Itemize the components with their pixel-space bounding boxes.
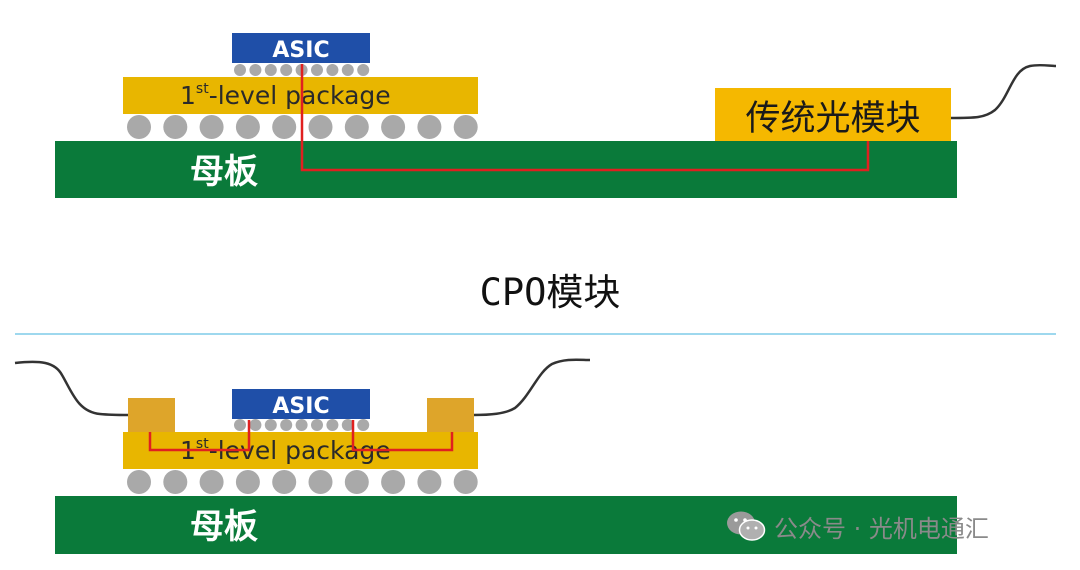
cpo-right-optical-engine [427, 398, 474, 432]
top-asic-label: ASIC [272, 38, 329, 63]
micro-bump [264, 64, 277, 76]
cpo-motherboard [55, 496, 957, 554]
solder-ball [417, 470, 442, 494]
solder-ball [417, 115, 442, 139]
cpo-package-solder-balls [127, 470, 478, 494]
micro-bump [341, 64, 354, 76]
solder-ball [235, 115, 260, 139]
solder-ball [453, 470, 478, 494]
watermark: 公众号 · 光机电通汇 [726, 506, 989, 546]
micro-bump [357, 64, 370, 76]
top-package-label: 1st-level package [180, 81, 391, 110]
top-package-solder-balls [127, 115, 478, 139]
micro-bump [311, 419, 323, 431]
solder-ball [381, 470, 406, 494]
cpo-motherboard-label: 母板 [190, 507, 258, 547]
solder-ball [235, 470, 260, 494]
micro-bump [264, 419, 277, 431]
solder-ball [163, 470, 188, 494]
micro-bump [357, 419, 370, 431]
cpo-left-fiber-cable [14, 360, 129, 417]
micro-bump [249, 64, 262, 76]
micro-bump [280, 419, 293, 431]
solder-ball [453, 115, 478, 139]
cpo-asic-micro-bumps [234, 419, 370, 431]
cpo-right-fiber-cable [472, 358, 591, 417]
micro-bump [249, 419, 262, 431]
solder-ball [344, 115, 369, 139]
traditional-optical-module-label: 传统光模块 [745, 99, 920, 139]
solder-ball [308, 115, 333, 139]
top-asic [232, 33, 370, 63]
traditional-assembly: 母板 1st-level package ASIC 传统光模块 [55, 33, 1057, 198]
solder-ball [163, 115, 188, 139]
micro-bump [234, 64, 246, 76]
solder-ball [127, 115, 151, 139]
solder-ball [199, 115, 224, 139]
solder-ball [272, 115, 297, 139]
cpo-right-electrical-trace [351, 420, 454, 452]
micro-bump [295, 419, 308, 431]
solder-ball [127, 470, 151, 494]
micro-bump [234, 419, 246, 431]
micro-bump [326, 419, 339, 431]
cpo-left-optical-engine [128, 398, 175, 432]
micro-bump [280, 64, 293, 76]
section-title: CPO模块 [480, 271, 621, 314]
wechat-icon [727, 511, 766, 541]
cpo-asic [232, 389, 370, 419]
cpo-assembly: 母板 1st-level package ASIC [14, 358, 957, 554]
micro-bump [341, 419, 354, 431]
solder-ball [272, 470, 297, 494]
solder-ball [308, 470, 333, 494]
micro-bump [311, 64, 323, 76]
watermark-text: 公众号 · 光机电通汇 [774, 514, 989, 543]
traditional-optical-module [715, 88, 951, 141]
cpo-asic-label: ASIC [272, 394, 329, 419]
top-motherboard-label: 母板 [190, 152, 258, 192]
micro-bump [326, 64, 339, 76]
cpo-left-electrical-trace [148, 420, 251, 452]
top-fiber-cable [949, 63, 1057, 120]
solder-ball [199, 470, 224, 494]
solder-ball [381, 115, 406, 139]
top-electrical-trace [300, 64, 870, 172]
top-package [123, 77, 478, 114]
solder-ball [344, 470, 369, 494]
